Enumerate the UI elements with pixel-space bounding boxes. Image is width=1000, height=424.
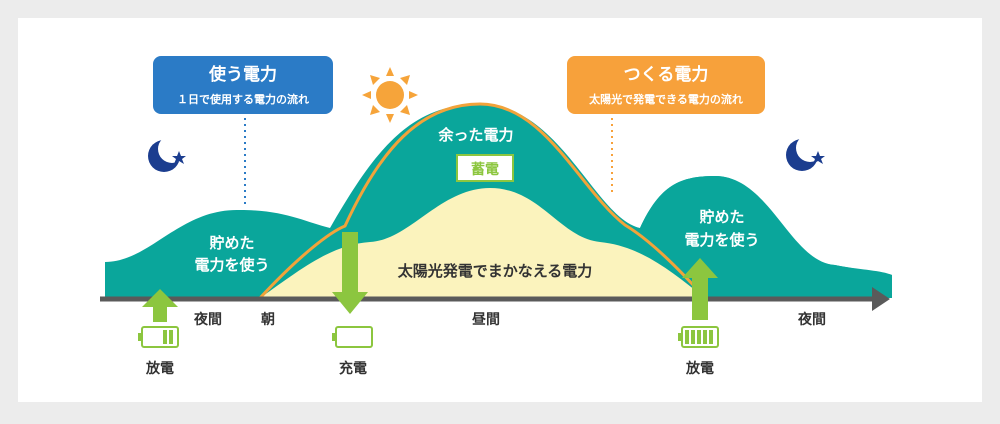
solar-generation-area xyxy=(260,188,705,298)
make-subtitle: 太陽光で発電できる電力の流れ xyxy=(588,92,743,106)
timeline-night-right: 夜間 xyxy=(797,311,826,328)
battery-icon-charge xyxy=(332,326,373,348)
right-stored-line1: 貯めた xyxy=(699,208,744,226)
use-title: 使う電力 xyxy=(208,64,277,85)
discharge-label-right: 放電 xyxy=(685,360,714,377)
make-title: つくる電力 xyxy=(624,64,709,85)
left-stored-line1: 貯めた xyxy=(209,234,254,252)
up-arrow-icon-left xyxy=(142,289,178,322)
sun-icon xyxy=(362,67,418,123)
down-arrow-icon-charge xyxy=(332,232,368,314)
battery-icon-left xyxy=(138,326,179,348)
storage-badge xyxy=(456,154,514,182)
make-callout: つくる電力 太陽光で発電できる電力の流れ xyxy=(567,56,765,114)
solar-label: 太陽光発電でまかなえる電力 xyxy=(398,262,593,280)
use-subtitle: １日で使用する電力の流れ xyxy=(177,92,309,106)
charge-label: 充電 xyxy=(339,360,367,377)
star-icon-left xyxy=(172,151,186,164)
timeline-morning: 朝 xyxy=(261,311,275,328)
use-callout: 使う電力 １日で使用する電力の流れ xyxy=(153,56,333,114)
left-stored-line2: 電力を使う xyxy=(194,256,269,274)
timeline-day: 昼間 xyxy=(472,312,500,328)
discharge-label-left: 放電 xyxy=(145,360,174,377)
storage-label: 蓄電 xyxy=(471,161,499,178)
axis-arrow-icon xyxy=(872,287,890,311)
up-arrow-icon-right xyxy=(682,258,718,320)
solar-curve-line xyxy=(258,102,707,300)
star-icon-right xyxy=(811,151,825,164)
battery-icon-right xyxy=(678,326,719,348)
timeline-night-left: 夜間 xyxy=(193,311,222,328)
right-stored-line2: 電力を使う xyxy=(684,231,759,249)
surplus-label: 余った電力 xyxy=(437,126,513,144)
